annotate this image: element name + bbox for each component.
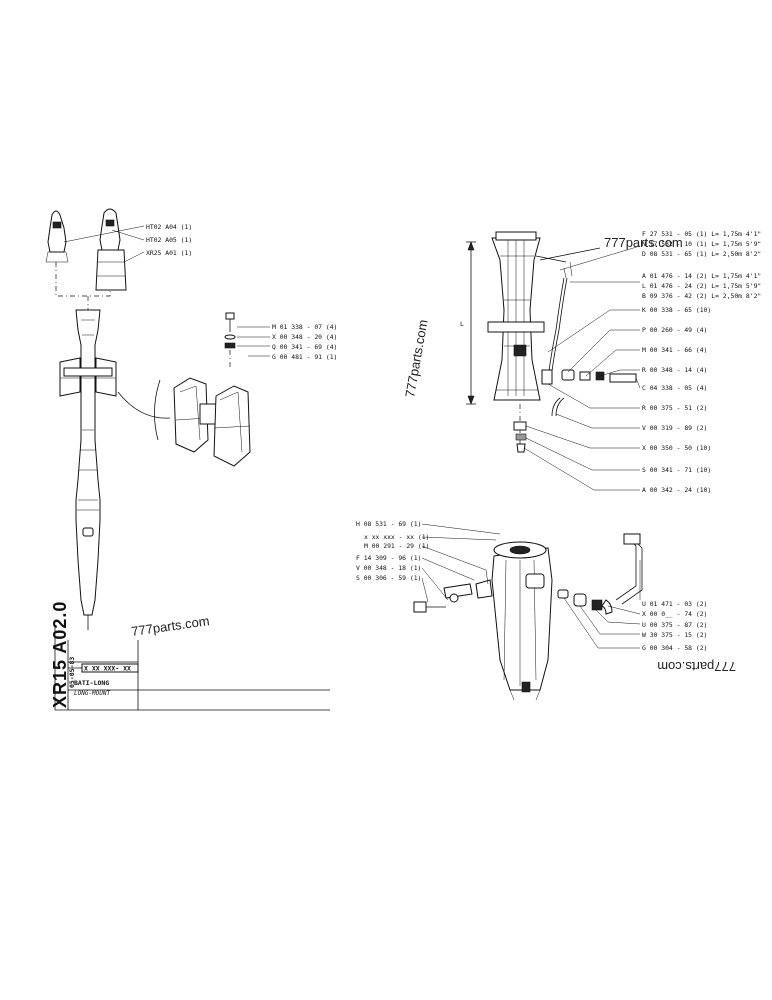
label-n17-532-10: N 17 532 - 10 (1) L= 1,75m 5'9" (642, 240, 761, 248)
watermark-top: 777parts.com (604, 235, 683, 250)
watermark-left: 777parts.com (130, 613, 210, 639)
right-top-labels: F 27 531 - 05 (1) L= 1,75m 4'1" N 17 532… (642, 230, 761, 494)
label-c04-338-05: C 04 338 - 05 (4) (642, 384, 707, 392)
lower-right-labels: U 01 471 - 03 (2) X 00 0__ - 74 (2) U 00… (642, 600, 707, 652)
label-f14-309-96: F 14 309 - 96 (1) (356, 554, 421, 562)
left-part-labels: HT02 A04 (1) HT02 A05 (1) XR25 A01 (1) M… (146, 223, 337, 361)
left-mast-assembly (45, 208, 270, 630)
top-cap-ht02-a05 (99, 208, 121, 251)
label-k00-338-65: K 00 338 - 65 (10) (642, 306, 711, 314)
label-a00-342-24: A 00 342 - 24 (10) (642, 486, 711, 494)
title-block-date: 05-05-83 (68, 657, 76, 688)
watermark-vertical: 777parts.com (402, 318, 430, 398)
bolt-m01-338-07 (224, 312, 236, 370)
label-g00-481-91: G 00 481 - 91 (1) (272, 353, 337, 361)
top-cap-ht02-a04 (45, 210, 69, 263)
label-l01-476-24: L 01 476 - 24 (2) L= 1,75m 5'9" (642, 282, 761, 290)
label-u01-471-03: U 01 471 - 03 (2) (642, 600, 707, 608)
label-q00-341-69: Q 00 341 - 69 (4) (272, 343, 337, 351)
dimension-label: L (460, 320, 464, 328)
label-h08-531-69: H 08 531 - 69 (1) (356, 520, 421, 528)
title-block-code: XR15 A02.0 (50, 601, 70, 708)
title-block-title-en: LONG-MOUNT (74, 690, 111, 697)
label-p00-260-49: P 00 260 - 49 (4) (642, 326, 707, 334)
right-lower-base-assembly (413, 523, 643, 701)
label-w30-375-15: W 30 375 - 15 (2) (642, 631, 707, 639)
label-a01-476-14: A 01 476 - 14 (2) L= 1,75m 4'1" (642, 272, 761, 280)
label-r00-348-14: R 00 348 - 14 (4) (642, 366, 707, 374)
label-v00-319-89: V 00 319 - 89 (2) (642, 424, 707, 432)
label-v00-348-18: V 00 348 - 18 (1) (356, 564, 421, 572)
label-f27-531-05: F 27 531 - 05 (1) L= 1,75m 4'1" (642, 230, 761, 238)
label-d08-531-65: D 08 531 - 65 (1) L= 2,50m 8'2" (642, 250, 761, 258)
left-mast-body (59, 309, 117, 630)
label-b09-376-42: B 09 376 - 42 (2) L= 2,50m 8'2" (642, 292, 761, 300)
label-s00-341-71: S 00 341 - 71 (10) (642, 466, 711, 474)
label-xx-xxx-xx: x xx xxx - xx (1) (364, 533, 429, 541)
label-u00-375-87: U 00 375 - 87 (2) (642, 621, 707, 629)
label-m01-338-07: M 01 338 - 07 (4) (272, 323, 337, 331)
label-xr25-a01: XR25 A01 (1) (146, 249, 192, 257)
lower-left-labels: H 08 531 - 69 (1) x xx xxx - xx (1) M 00… (356, 520, 429, 582)
label-ht02-a04: HT02 A04 (1) (146, 223, 192, 231)
label-g00-304-58: G 00 304 - 58 (2) (642, 644, 707, 652)
label-ht02-a05: HT02 A05 (1) (146, 236, 192, 244)
title-block: XR15 A02.0 05-05-83 X XX XXX- XX BATI-LO… (50, 601, 330, 711)
title-block-title-fr: BATI-LONG (74, 679, 109, 687)
label-x00-348-20: X 00 348 - 20 (4) (272, 333, 337, 341)
watermark-upside-down: 777parts.com (657, 659, 736, 674)
label-r00-375-51: R 00 375 - 51 (2) (642, 404, 707, 412)
label-x00-074: X 00 0__ - 74 (2) (642, 610, 707, 618)
label-m00-341-66: M 00 341 - 66 (4) (642, 346, 707, 354)
title-block-ref: X XX XXX- XX (84, 665, 131, 673)
right-upper-assembly: L (460, 231, 641, 491)
label-s00-306-59: S 00 306 - 59 (1) (356, 574, 421, 582)
top-block-xr25-a01 (95, 249, 127, 291)
label-m00-291-29: M 00 291 - 29 (1) (364, 542, 429, 550)
clamp-g00-481-91 (173, 377, 251, 467)
label-x00-350-50: X 00 350 - 50 (10) (642, 444, 711, 452)
